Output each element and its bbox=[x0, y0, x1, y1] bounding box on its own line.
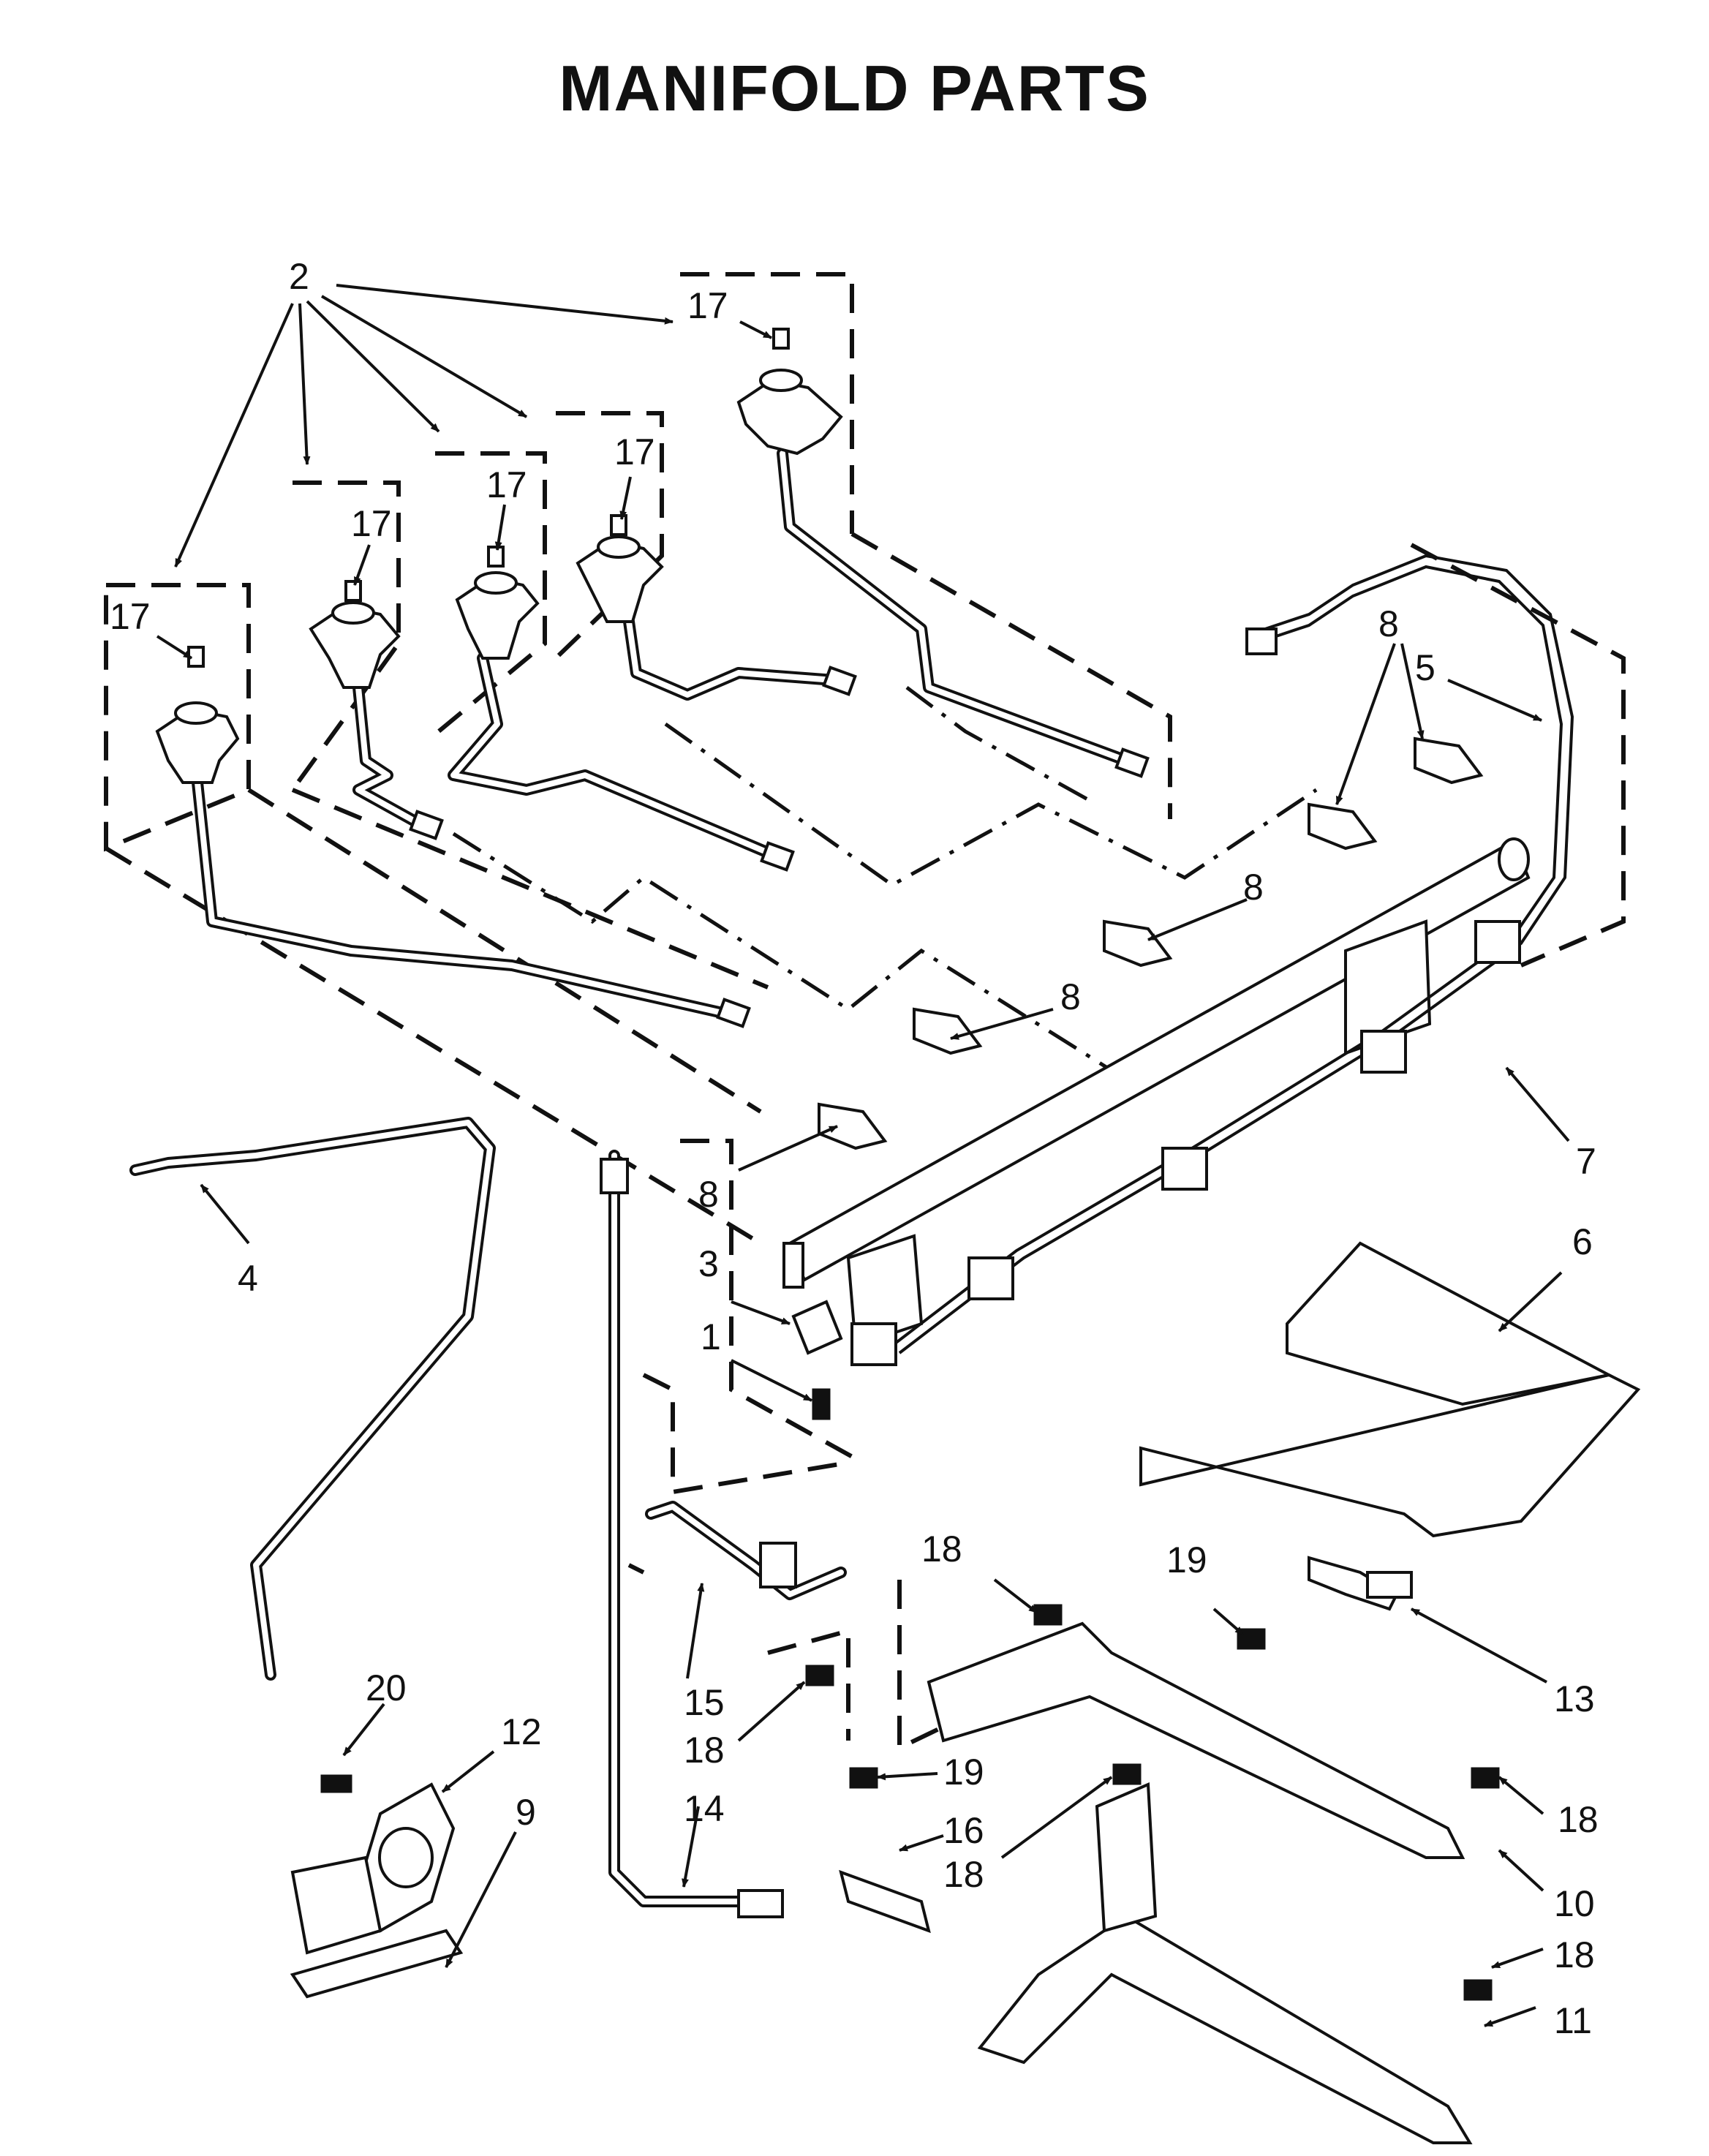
callout-6: 6 bbox=[1572, 1221, 1593, 1262]
callout-14: 14 bbox=[684, 1788, 725, 1829]
orifice-holders bbox=[818, 736, 1484, 1150]
leader-lines bbox=[156, 284, 1570, 2027]
callout-9: 9 bbox=[516, 1792, 536, 1833]
callout-18: 18 bbox=[1554, 1934, 1595, 1975]
regulator bbox=[290, 1774, 464, 1999]
callout-3: 3 bbox=[698, 1243, 719, 1284]
clamp-and-screw bbox=[791, 1300, 843, 1420]
burners bbox=[927, 1621, 1473, 2144]
callout-19: 19 bbox=[1166, 1539, 1207, 1580]
callout-16: 16 bbox=[943, 1810, 984, 1851]
callout-17: 17 bbox=[614, 431, 655, 472]
heat-shield bbox=[1139, 1241, 1641, 1538]
manifold-centerlines bbox=[452, 686, 1318, 1077]
callout-labels: 2 17 17 17 17 17 8 5 8 8 7 8 6 3 1 4 18 … bbox=[110, 256, 1599, 2041]
screws bbox=[805, 1604, 1500, 2001]
burner-valves bbox=[155, 328, 843, 784]
callout-1: 1 bbox=[701, 1316, 721, 1357]
callout-8: 8 bbox=[1243, 867, 1264, 908]
callout-11: 11 bbox=[1554, 2000, 1592, 2041]
callout-13: 13 bbox=[1554, 1678, 1595, 1719]
callout-7: 7 bbox=[1576, 1141, 1596, 1182]
main-supply-line bbox=[129, 1117, 496, 1681]
callout-18: 18 bbox=[1558, 1799, 1599, 1840]
burner-bracket bbox=[839, 1869, 931, 1934]
callout-20: 20 bbox=[366, 1667, 407, 1708]
burner-tubes bbox=[192, 448, 1132, 1022]
regulator-line bbox=[600, 1150, 784, 1918]
callout-10: 10 bbox=[1554, 1883, 1595, 1924]
tube-fittings bbox=[409, 666, 1150, 1028]
igniter bbox=[1308, 1556, 1413, 1611]
page-title: MANIFOLD PARTS bbox=[559, 52, 1150, 124]
callout-17: 17 bbox=[687, 285, 728, 326]
callout-18: 18 bbox=[684, 1730, 725, 1771]
callout-17: 17 bbox=[486, 464, 527, 505]
callout-2: 2 bbox=[289, 256, 309, 297]
callout-15: 15 bbox=[684, 1682, 725, 1723]
callout-18: 18 bbox=[921, 1529, 962, 1569]
callout-18: 18 bbox=[943, 1854, 984, 1895]
callout-17: 17 bbox=[351, 503, 392, 544]
ignition-harness bbox=[850, 554, 1574, 1366]
callout-8: 8 bbox=[1378, 603, 1399, 644]
callout-5: 5 bbox=[1415, 647, 1436, 688]
burner-elbow bbox=[645, 1501, 847, 1600]
manifold-pipe bbox=[782, 837, 1531, 1348]
callout-8: 8 bbox=[698, 1174, 719, 1215]
callout-8: 8 bbox=[1060, 976, 1081, 1017]
callout-12: 12 bbox=[501, 1711, 542, 1752]
callout-17: 17 bbox=[110, 596, 151, 637]
callout-4: 4 bbox=[238, 1258, 258, 1299]
callout-19: 19 bbox=[943, 1752, 984, 1793]
